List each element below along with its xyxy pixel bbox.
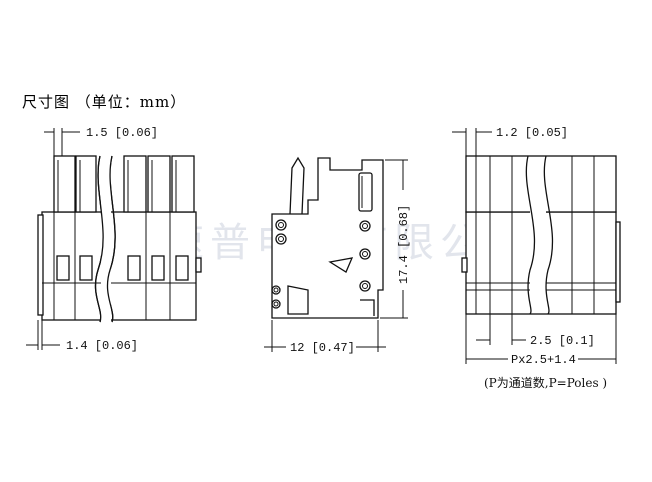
wire-slot-3	[127, 255, 141, 281]
dim-pitch: 2.5 [0.1]	[530, 334, 595, 348]
wire-entry	[287, 285, 309, 315]
front-body	[41, 211, 197, 321]
dim-height: 17.4 [0.68]	[397, 205, 411, 284]
pin-tower-3	[123, 155, 147, 213]
side-slot	[358, 172, 373, 212]
pin-tower-1	[53, 155, 76, 213]
wire-slot-1	[56, 255, 70, 281]
pin-tower-2	[75, 155, 97, 213]
wire-slot-4	[151, 255, 165, 281]
pin-tower-4	[147, 155, 171, 213]
side-body	[271, 157, 384, 319]
dim-side-pin: 1.2 [0.05]	[496, 126, 568, 140]
wire-slot-5	[175, 255, 189, 281]
front-left-ledge	[37, 214, 44, 316]
top-view: 1.2 [0.05] 2.5 [0.1] Px2.5+1.4 (P为通道数,P=…	[452, 126, 621, 390]
pin-tower-5	[171, 155, 195, 213]
dim-side-width: 12 [0.47]	[290, 341, 355, 355]
dim-body-offset: 1.4 [0.06]	[66, 339, 138, 353]
dim-pin-width: 1.5 [0.06]	[86, 126, 158, 140]
wire-slot-2	[79, 255, 93, 281]
side-view: 12 [0.47] 17.4 [0.68]	[264, 156, 411, 355]
page-title: 尺寸图 （单位：mm）	[22, 93, 187, 111]
front-view: 1.5 [0.06] 1.4 [0.06]	[26, 126, 202, 353]
dim-total: Px2.5+1.4	[511, 353, 576, 367]
lever	[289, 156, 305, 215]
poles-note: (P为通道数,P=Poles )	[484, 375, 607, 390]
front-right-nub	[195, 257, 202, 273]
